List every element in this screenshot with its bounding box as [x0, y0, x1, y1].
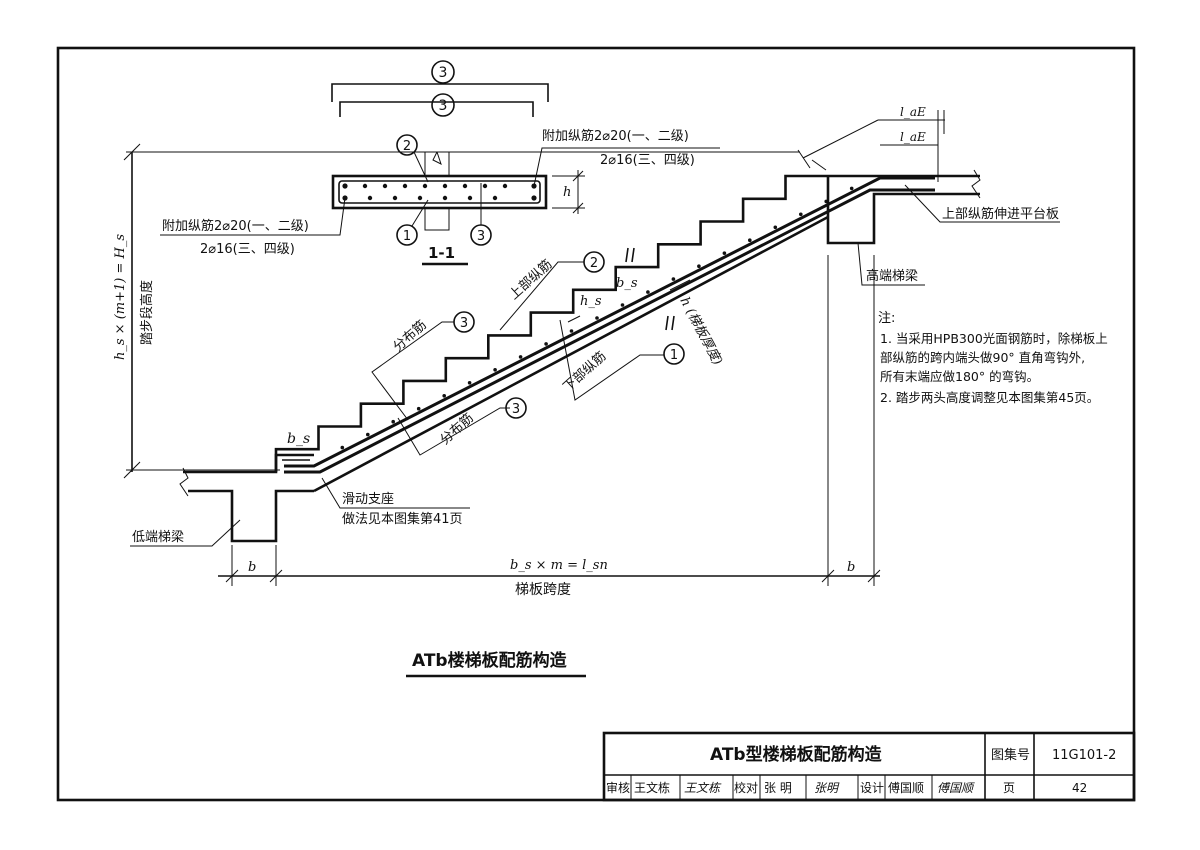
lae-label: l_aE — [900, 105, 926, 119]
upper-longitudinal-bar — [284, 176, 935, 468]
note-text: 附加纵筋2⌀20(一、二级) — [542, 128, 689, 144]
bs-label: b_s — [616, 276, 638, 291]
mark-label: 3 — [439, 65, 448, 81]
mark-circle — [453, 311, 475, 333]
leader-line — [397, 407, 510, 456]
mark-label: 3 — [439, 98, 448, 114]
section-title: 1-1 — [428, 244, 455, 262]
note-line: 部纵筋的跨内端头做90° 直角弯钩外, — [880, 350, 1085, 365]
checker-signature: 张明 — [814, 781, 840, 795]
upper-into-platform-label: 上部纵筋伸进平台板 — [942, 206, 1059, 222]
sheet-frame — [56, 46, 1136, 802]
title-block: ATb型楼梯板配筋构造 图集号 11G101-2 审核 王文栋 王文栋 校对 张… — [602, 731, 1136, 802]
checker-name: 张 明 — [764, 781, 792, 795]
mark-circle — [396, 134, 418, 156]
low-landing — [183, 453, 314, 474]
leader-line — [559, 319, 664, 401]
break-line — [424, 151, 450, 176]
rebar-dots — [342, 183, 537, 201]
low-beam-label: 低端梯梁 — [132, 530, 184, 545]
stirrup-outline — [338, 180, 541, 204]
mark-label: 2 — [403, 139, 411, 154]
dim-b-right: b — [847, 560, 855, 575]
designer-signature: 傅国顺 — [937, 781, 975, 795]
dim-b-left: b — [248, 560, 256, 575]
reviewer-name: 王文栋 — [634, 780, 670, 795]
break-line-bottom — [424, 208, 450, 231]
section-1-1: 3 3 2 1 3 附加纵筋2⌀20(一、二级 — [160, 60, 720, 266]
mark-label: 3 — [512, 402, 520, 417]
page-label: 页 — [1003, 781, 1015, 795]
review-label: 审核 — [606, 780, 630, 795]
slide-support-label: 滑动支座 — [342, 492, 394, 507]
leader-line — [130, 519, 241, 547]
mark-circle — [505, 397, 527, 419]
stair-elevation: h_s × (m+1) = H_s 踏步段高度 b_s b_s h_s 上部纵筋… — [113, 105, 1060, 598]
stair-steps — [274, 174, 828, 472]
leader-line — [857, 242, 925, 286]
bs-label: b_s — [287, 431, 310, 447]
distribution-bar-dots — [340, 186, 854, 450]
page-number: 42 — [1072, 781, 1087, 795]
upper-bar-label: 上部纵筋 — [506, 256, 555, 303]
slab-section-outline — [331, 174, 548, 210]
mark-label: 2 — [590, 256, 598, 271]
leader-line — [160, 197, 346, 236]
dim-h-label: h — [563, 185, 571, 200]
note-text: 附加纵筋2⌀20(一、二级) — [162, 218, 309, 234]
mark-circle — [431, 93, 455, 117]
bracket-inner — [339, 101, 534, 117]
lae-label: l_aE — [900, 130, 926, 144]
design-label: 设计 — [860, 781, 884, 795]
height-label: 踏步段高度 — [139, 280, 155, 345]
note-text: 2⌀16(三、四级) — [600, 153, 695, 168]
atlas-number: 11G101-2 — [1052, 748, 1116, 763]
leader-line — [371, 321, 454, 421]
lower-longitudinal-bar — [284, 188, 935, 474]
mark-circle — [583, 251, 605, 273]
mark-circle — [431, 60, 455, 84]
mark-label: 3 — [460, 316, 468, 331]
dist-bar-label: 分布筋 — [390, 317, 430, 355]
note-line: 2. 踏步两头高度调整见本图集第45页。 — [880, 390, 1099, 405]
hs-label: h_s — [580, 294, 602, 309]
dim-span-label: 梯板跨度 — [515, 582, 571, 598]
low-beam-outline — [188, 489, 314, 543]
reviewer-signature: 王文栋 — [684, 781, 722, 795]
drawing-caption: ATb楼梯板配筋构造 — [412, 650, 568, 671]
leader-line — [321, 477, 470, 509]
mark-label: 3 — [477, 229, 485, 244]
title-block-title: ATb型楼梯板配筋构造 — [710, 744, 883, 765]
notes-block: 注: 1. 当采用HPB300光面钢筋时，除梯板上 部纵筋的跨内端头做90° 直… — [878, 311, 1108, 405]
lae-dim-line — [802, 119, 879, 159]
bracket-top — [331, 83, 549, 102]
note-line: 1. 当采用HPB300光面钢筋时，除梯板上 — [880, 331, 1108, 346]
mark-label: 1 — [670, 348, 678, 363]
slide-support-ref: 做法见本图集第41页 — [342, 511, 463, 527]
leader-line — [499, 261, 584, 331]
mark-label: 1 — [403, 229, 411, 244]
designer-name: 傅国顺 — [888, 781, 924, 795]
break-mark — [567, 315, 598, 347]
dim-span-formula: b_s × m = l_sn — [510, 558, 608, 573]
leader-line — [533, 147, 720, 187]
note-text: 2⌀16(三、四级) — [200, 242, 295, 257]
notes-heading: 注: — [878, 311, 895, 326]
atlas-label: 图集号 — [991, 747, 1030, 763]
high-beam-label: 高端梯梁 — [866, 268, 918, 284]
break-mark — [179, 467, 189, 497]
note-line: 所有末端应做180° 的弯钩。 — [880, 369, 1039, 384]
mark-circle — [396, 224, 418, 246]
mark-circle — [663, 343, 685, 365]
slab-soffit — [313, 215, 829, 493]
check-label: 校对 — [734, 780, 758, 795]
leader-line — [904, 184, 1060, 223]
height-formula: h_s × (m+1) = H_s — [113, 234, 128, 360]
high-beam-outline — [826, 176, 980, 245]
